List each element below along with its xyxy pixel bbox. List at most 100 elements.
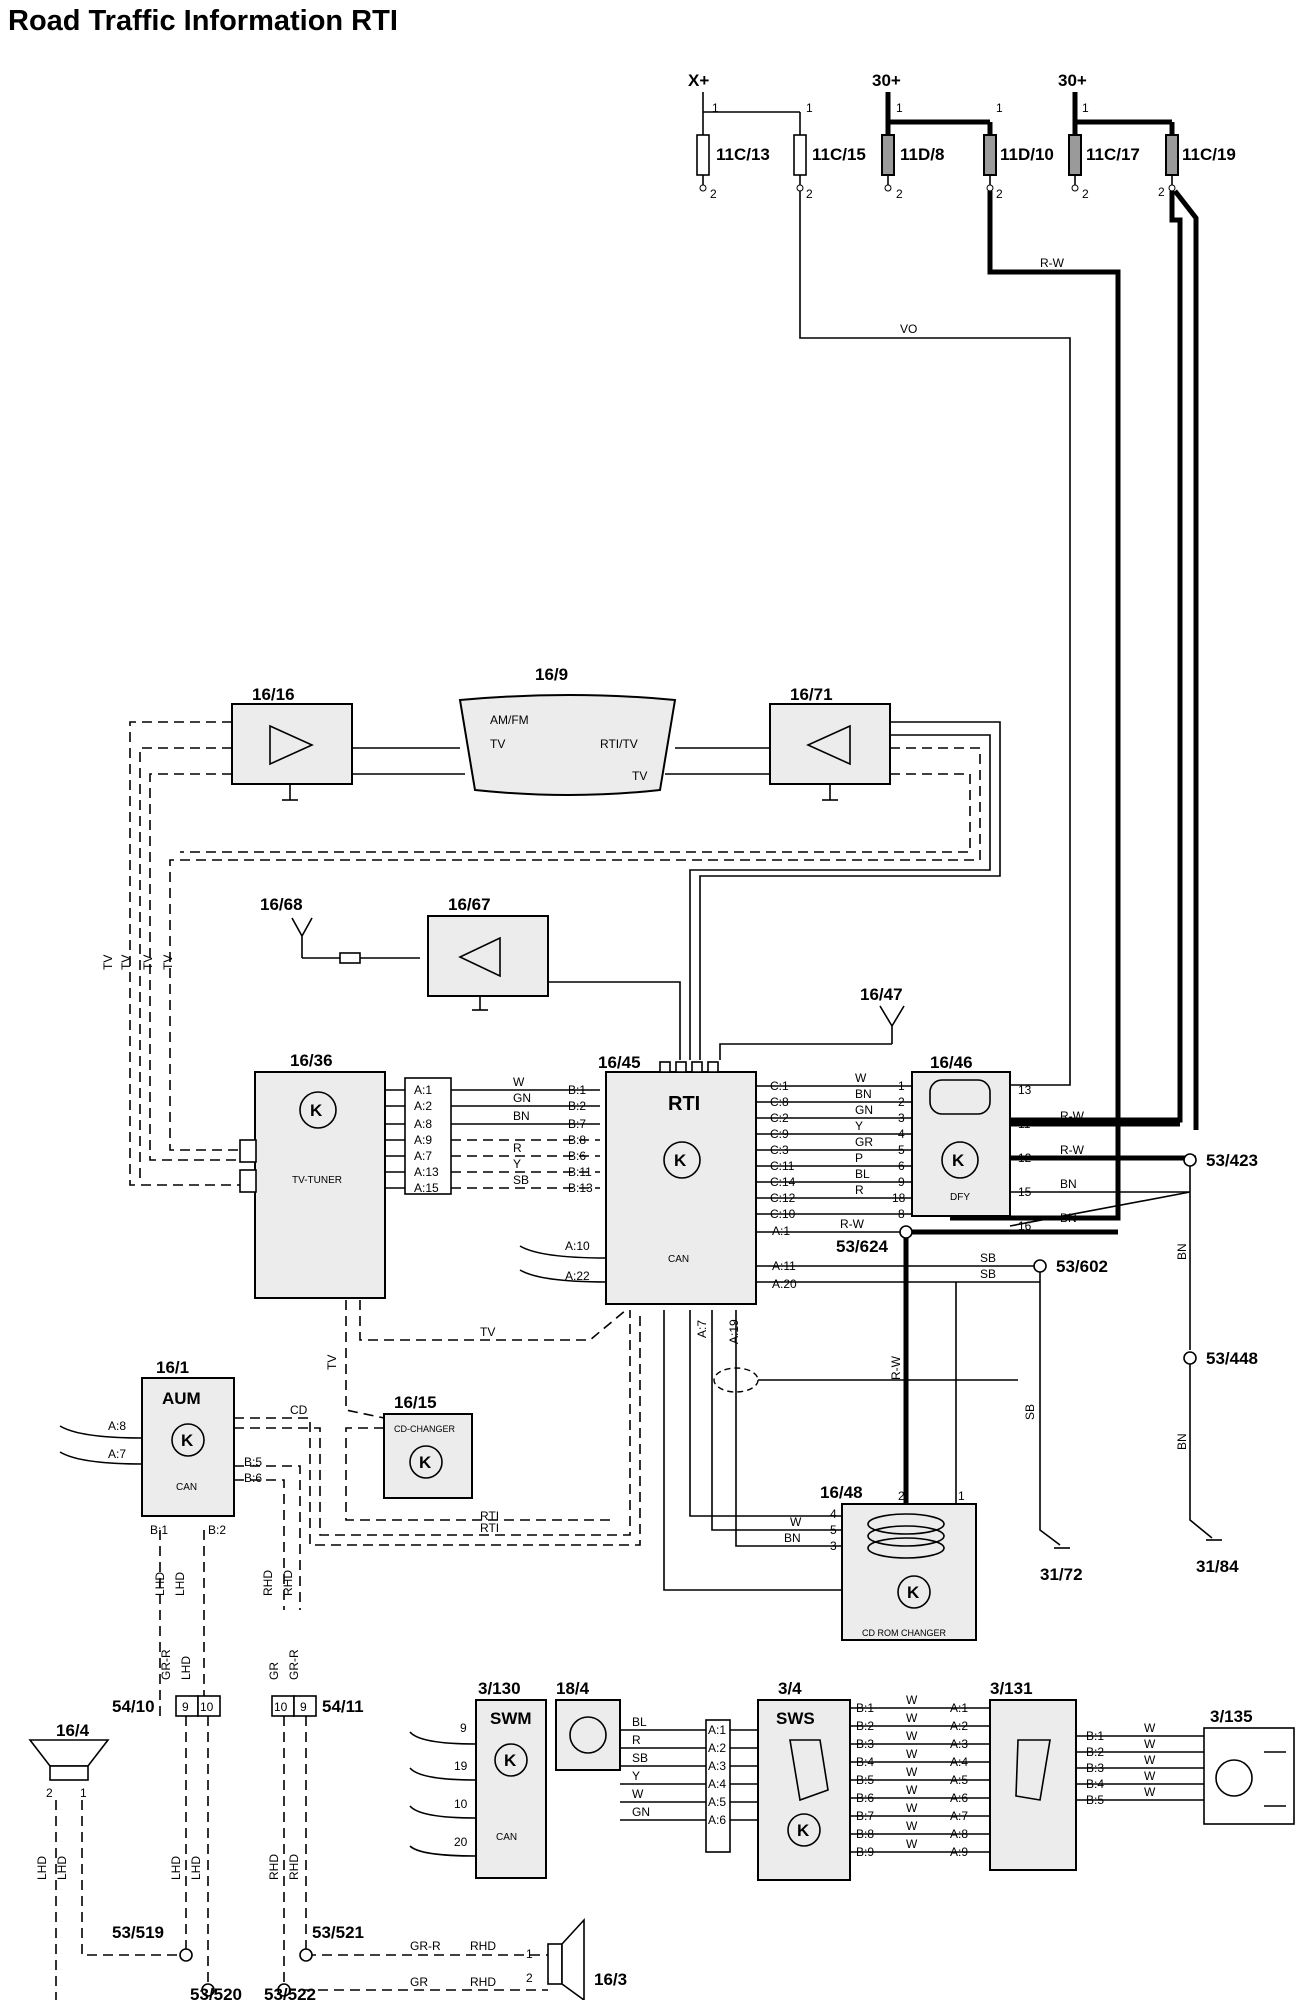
svg-text:TV: TV — [119, 955, 133, 970]
svg-text:Y: Y — [855, 1119, 863, 1133]
svg-text:1: 1 — [526, 1947, 533, 1961]
svg-text:R: R — [632, 1733, 641, 1747]
svg-text:20: 20 — [454, 1835, 468, 1849]
svg-text:GR: GR — [855, 1135, 873, 1149]
svg-text:LHD: LHD — [55, 1856, 69, 1880]
svg-text:BN: BN — [1060, 1177, 1077, 1191]
svg-text:31/84: 31/84 — [1196, 1557, 1239, 1576]
svg-text:18/4: 18/4 — [556, 1679, 590, 1698]
splice-53-423: 53/423 BN — [1175, 1151, 1258, 1350]
svg-text:B:7: B:7 — [568, 1117, 586, 1131]
svg-text:TV-TUNER: TV-TUNER — [292, 1175, 342, 1186]
svg-text:W: W — [906, 1711, 918, 1725]
svg-text:3/4: 3/4 — [778, 1679, 802, 1698]
svg-text:W: W — [855, 1071, 867, 1085]
svg-text:53/519: 53/519 — [112, 1923, 164, 1942]
svg-text:W: W — [1144, 1769, 1156, 1783]
svg-text:2: 2 — [526, 1971, 533, 1985]
svg-text:B:6: B:6 — [244, 1471, 262, 1485]
aum-16-1: 16/1 AUM K CAN A:8 A:7 B:5 B:6 B:1 B:2 C… — [59, 1310, 641, 1610]
svg-text:R: R — [855, 1183, 864, 1197]
svg-text:SB: SB — [980, 1267, 996, 1281]
fuse-label-11c19: 11C/19 — [1182, 145, 1236, 164]
svg-text:TV: TV — [480, 1325, 495, 1339]
svg-text:54/10: 54/10 — [112, 1697, 155, 1716]
svg-text:B:11: B:11 — [568, 1165, 592, 1179]
svg-text:53/448: 53/448 — [1206, 1349, 1258, 1368]
svg-text:GR-R: GR-R — [410, 1939, 441, 1953]
svg-text:BN: BN — [1175, 1433, 1189, 1450]
svg-text:16/46: 16/46 — [930, 1053, 973, 1072]
svg-text:3: 3 — [898, 1111, 905, 1125]
svg-text:10: 10 — [454, 1797, 468, 1811]
svg-text:A:8: A:8 — [108, 1419, 126, 1433]
svg-text:4: 4 — [830, 1507, 837, 1521]
source-30plus-2: 30+ — [1058, 71, 1087, 90]
amp-16-16: 16/16 — [231, 685, 353, 801]
svg-text:W: W — [906, 1801, 918, 1815]
svg-text:SB: SB — [980, 1251, 996, 1265]
svg-text:LHD: LHD — [173, 1572, 187, 1596]
svg-text:B:13: B:13 — [568, 1181, 593, 1195]
svg-text:9: 9 — [300, 1700, 307, 1714]
svg-text:TV: TV — [325, 1355, 339, 1370]
svg-text:A:3: A:3 — [708, 1759, 726, 1773]
svg-text:CAN: CAN — [668, 1254, 689, 1265]
svg-text:31/72: 31/72 — [1040, 1565, 1083, 1584]
svg-text:W: W — [1144, 1721, 1156, 1735]
svg-text:Y: Y — [513, 1157, 521, 1171]
svg-text:16/3: 16/3 — [594, 1970, 627, 1989]
svg-text:AM/FM: AM/FM — [490, 713, 529, 727]
antenna-16-47: 16/47 — [719, 985, 905, 1060]
svg-text:R-W: R-W — [1060, 1143, 1085, 1157]
swm-3-130: 3/130 SWM K CAN 9 19 10 20 — [409, 1679, 547, 1879]
svg-text:A:19: A:19 — [727, 1319, 741, 1344]
svg-text:2: 2 — [996, 187, 1003, 201]
svg-text:RHD: RHD — [287, 1854, 301, 1880]
svg-text:16/15: 16/15 — [394, 1393, 437, 1412]
tv-tuner-16-36: 16/36 K TV-TUNER — [239, 1051, 386, 1299]
svg-text:1: 1 — [996, 101, 1003, 115]
svg-text:RHD: RHD — [281, 1570, 295, 1596]
svg-text:SWM: SWM — [490, 1709, 532, 1728]
fuse-11c15: 11C/15 — [793, 134, 866, 192]
svg-text:4: 4 — [898, 1127, 905, 1141]
svg-text:1: 1 — [896, 101, 903, 115]
svg-text:53/624: 53/624 — [836, 1237, 889, 1256]
amp-16-71: 16/71 — [769, 685, 891, 801]
module-3-131: 3/131 B:1 B:2 B:3 B:4 B:5 W W W W W — [989, 1679, 1204, 1871]
sws-to-3-131-wires: W W W W W W W W W A:1 A:2 A:3 A:4 A:5 A:… — [850, 1693, 990, 1859]
display-16-46: 16/46 K DFY 1 2 3 4 5 6 9 18 8 13 11 12 … — [892, 1053, 1196, 1233]
svg-text:A:2: A:2 — [708, 1741, 726, 1755]
svg-text:16/9: 16/9 — [535, 665, 568, 684]
svg-text:LHD: LHD — [169, 1856, 183, 1880]
svg-text:B:8: B:8 — [568, 1133, 586, 1147]
svg-text:2: 2 — [898, 1095, 905, 1109]
fuse-11c13: 11C/13 — [696, 134, 770, 192]
speaker-16-3: 16/3 1 2 GR-R GR RHD RHD — [286, 1917, 627, 2000]
svg-text:R-W: R-W — [889, 1355, 903, 1380]
svg-text:SB: SB — [1023, 1404, 1037, 1420]
svg-text:A:20: A:20 — [772, 1277, 797, 1291]
rti-module-16-45: 16/45 RTI K CAN — [598, 1053, 757, 1305]
svg-text:16/36: 16/36 — [290, 1051, 333, 1070]
module-3-135: 3/135 — [1203, 1707, 1295, 1825]
svg-text:53/522: 53/522 — [264, 1985, 316, 2000]
rti-a-pins: A:1 A:11 A:20 A:10 A:22 A:7 A:19 R-W SB … — [519, 1217, 1040, 1344]
svg-text:16/1: 16/1 — [156, 1358, 189, 1377]
svg-text:W: W — [906, 1747, 918, 1761]
svg-text:RHD: RHD — [470, 1975, 496, 1989]
svg-text:2: 2 — [1158, 185, 1165, 199]
svg-text:W: W — [906, 1783, 918, 1797]
source-xplus: X+ — [688, 71, 709, 90]
svg-text:18: 18 — [892, 1191, 906, 1205]
svg-text:A:4: A:4 — [950, 1755, 968, 1769]
svg-text:K: K — [310, 1101, 323, 1120]
svg-text:3/135: 3/135 — [1210, 1707, 1253, 1726]
power-section: X+ 30+ 30+ 11C/13 11C/15 — [688, 71, 1236, 1221]
svg-text:A:2: A:2 — [950, 1719, 968, 1733]
svg-text:RTI/TV: RTI/TV — [600, 737, 638, 751]
svg-text:GN: GN — [513, 1091, 531, 1105]
fuse-label-11d10: 11D/10 — [1000, 145, 1054, 164]
svg-text:RHD: RHD — [267, 1854, 281, 1880]
